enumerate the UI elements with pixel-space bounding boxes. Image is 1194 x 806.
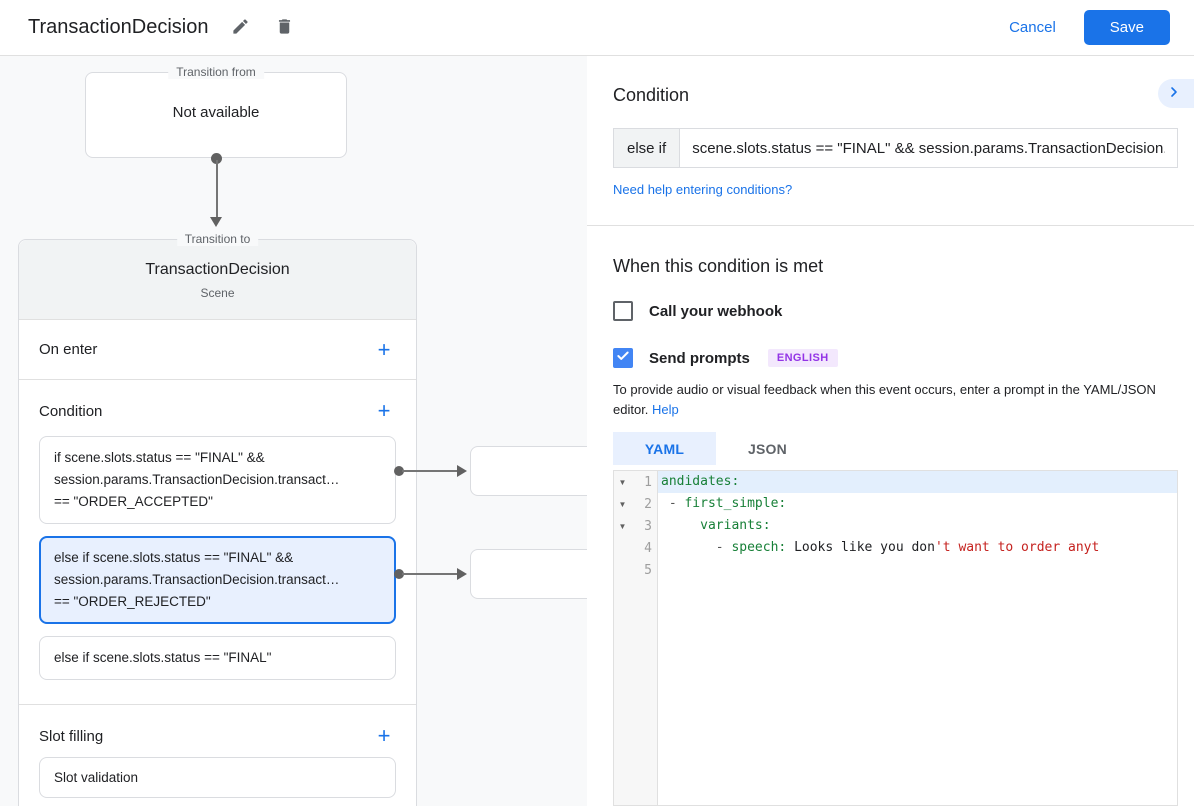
- save-button[interactable]: Save: [1083, 10, 1170, 45]
- webhook-label: Call your webhook: [649, 302, 783, 320]
- connector-dot: [211, 153, 222, 164]
- add-on-enter-button[interactable]: +: [372, 338, 396, 362]
- code-line[interactable]: [658, 559, 1177, 581]
- panel-divider: [587, 225, 1194, 226]
- fold-icon[interactable]: ▼: [618, 521, 627, 531]
- editor-code-area[interactable]: andidates: - first_simple: variants: - s…: [658, 471, 1177, 805]
- on-enter-row[interactable]: On enter +: [19, 320, 416, 380]
- top-bar: TransactionDecision Cancel Save: [0, 0, 1194, 56]
- trash-icon: [275, 17, 294, 39]
- scene-name: TransactionDecision: [145, 261, 290, 278]
- line-number: 3: [644, 518, 652, 534]
- transition-target-node[interactable]: [470, 446, 587, 496]
- fold-icon[interactable]: ▼: [618, 477, 627, 487]
- condition-prefix: else if: [613, 128, 680, 168]
- conditions-help-link[interactable]: Need help entering conditions?: [613, 182, 793, 197]
- page-title: TransactionDecision: [28, 16, 209, 38]
- transition-to-legend: Transition to: [176, 232, 259, 246]
- topbar-actions: Cancel Save: [1009, 10, 1170, 45]
- condition-section-label: Condition: [39, 402, 103, 420]
- line-number: 4: [644, 540, 652, 556]
- edit-button[interactable]: [230, 18, 250, 38]
- slot-list: Slot validation: [39, 757, 396, 798]
- slot-filling-section-label: Slot filling: [39, 727, 104, 745]
- add-slot-button[interactable]: +: [372, 724, 396, 748]
- scene-type-label: Scene: [200, 286, 235, 300]
- arrowhead-right-icon: [457, 465, 467, 477]
- send-prompts-row: Send prompts ENGLISH: [613, 348, 1178, 368]
- editor-tabs: YAML JSON: [613, 432, 1178, 465]
- transition-from-value: Not available: [172, 103, 260, 121]
- connector-line: [402, 470, 458, 472]
- condition-item[interactable]: if scene.slots.status == "FINAL" && sess…: [39, 436, 396, 524]
- send-prompts-checkbox[interactable]: [613, 348, 633, 368]
- connector-line: [402, 573, 458, 575]
- code-line[interactable]: variants:: [700, 518, 771, 533]
- line-number: 5: [644, 562, 652, 578]
- condition-input[interactable]: [679, 128, 1178, 168]
- prompt-help-body: To provide audio or visual feedback when…: [613, 382, 1156, 417]
- scene-header: TransactionDecision Scene: [19, 240, 416, 320]
- slot-filling-section: Slot filling + Slot validation: [19, 705, 416, 806]
- connector-line: [215, 160, 218, 218]
- pencil-icon: [231, 17, 250, 39]
- condition-item[interactable]: else if scene.slots.status == "FINAL": [39, 636, 396, 680]
- line-number: 1: [644, 474, 652, 490]
- language-badge: ENGLISH: [767, 349, 838, 367]
- connector-dot: [394, 466, 404, 476]
- code-line[interactable]: - first_simple:: [661, 496, 787, 511]
- flow-canvas[interactable]: Transition from Not available Transition…: [0, 56, 587, 806]
- line-number: 2: [644, 496, 652, 512]
- prompt-help-text: To provide audio or visual feedback when…: [613, 380, 1178, 420]
- cancel-button[interactable]: Cancel: [1009, 19, 1056, 36]
- connector-dot: [394, 569, 404, 579]
- detail-panel: Condition else if Need help entering con…: [587, 56, 1194, 806]
- section-divider: [19, 704, 416, 705]
- transition-target-node[interactable]: [470, 549, 587, 599]
- add-condition-button[interactable]: +: [372, 399, 396, 423]
- scene-node[interactable]: Transition to TransactionDecision Scene …: [18, 232, 417, 806]
- condition-section: Condition + if scene.slots.status == "FI…: [19, 380, 416, 704]
- webhook-checkbox[interactable]: [613, 301, 633, 321]
- condition-list: if scene.slots.status == "FINAL" && sess…: [39, 436, 396, 680]
- title-actions: [230, 18, 294, 38]
- chevron-right-icon: [1168, 86, 1180, 101]
- fold-icon[interactable]: ▼: [618, 499, 627, 509]
- code-line[interactable]: - speech: Looks like you don't want to o…: [715, 540, 1100, 555]
- tab-json[interactable]: JSON: [748, 440, 787, 457]
- condition-input-row: else if: [613, 128, 1178, 168]
- arrowhead-down-icon: [210, 217, 222, 227]
- help-link[interactable]: Help: [652, 402, 679, 417]
- code-line[interactable]: andidates:: [658, 471, 1177, 493]
- transition-from-legend: Transition from: [168, 65, 264, 79]
- arrowhead-right-icon: [457, 568, 467, 580]
- webhook-row: Call your webhook: [613, 301, 1178, 321]
- when-condition-heading: When this condition is met: [613, 256, 824, 276]
- delete-button[interactable]: [274, 18, 294, 38]
- code-editor[interactable]: ▼ 1 ▼ 2 ▼ 3 4 5 andidates: - first_simple: vari…: [613, 470, 1178, 806]
- checkmark-icon: [616, 349, 630, 368]
- send-prompts-label: Send prompts: [649, 349, 750, 367]
- transition-from-node: Transition from Not available: [85, 65, 347, 158]
- condition-heading: Condition: [613, 85, 690, 105]
- on-enter-label: On enter: [39, 341, 98, 358]
- condition-item[interactable]: else if scene.slots.status == "FINAL" &&…: [39, 536, 396, 624]
- tab-yaml[interactable]: YAML: [613, 432, 716, 465]
- collapse-panel-button[interactable]: [1158, 79, 1194, 108]
- slot-item[interactable]: Slot validation: [39, 757, 396, 798]
- editor-gutter: ▼ 1 ▼ 2 ▼ 3 4 5: [614, 471, 658, 805]
